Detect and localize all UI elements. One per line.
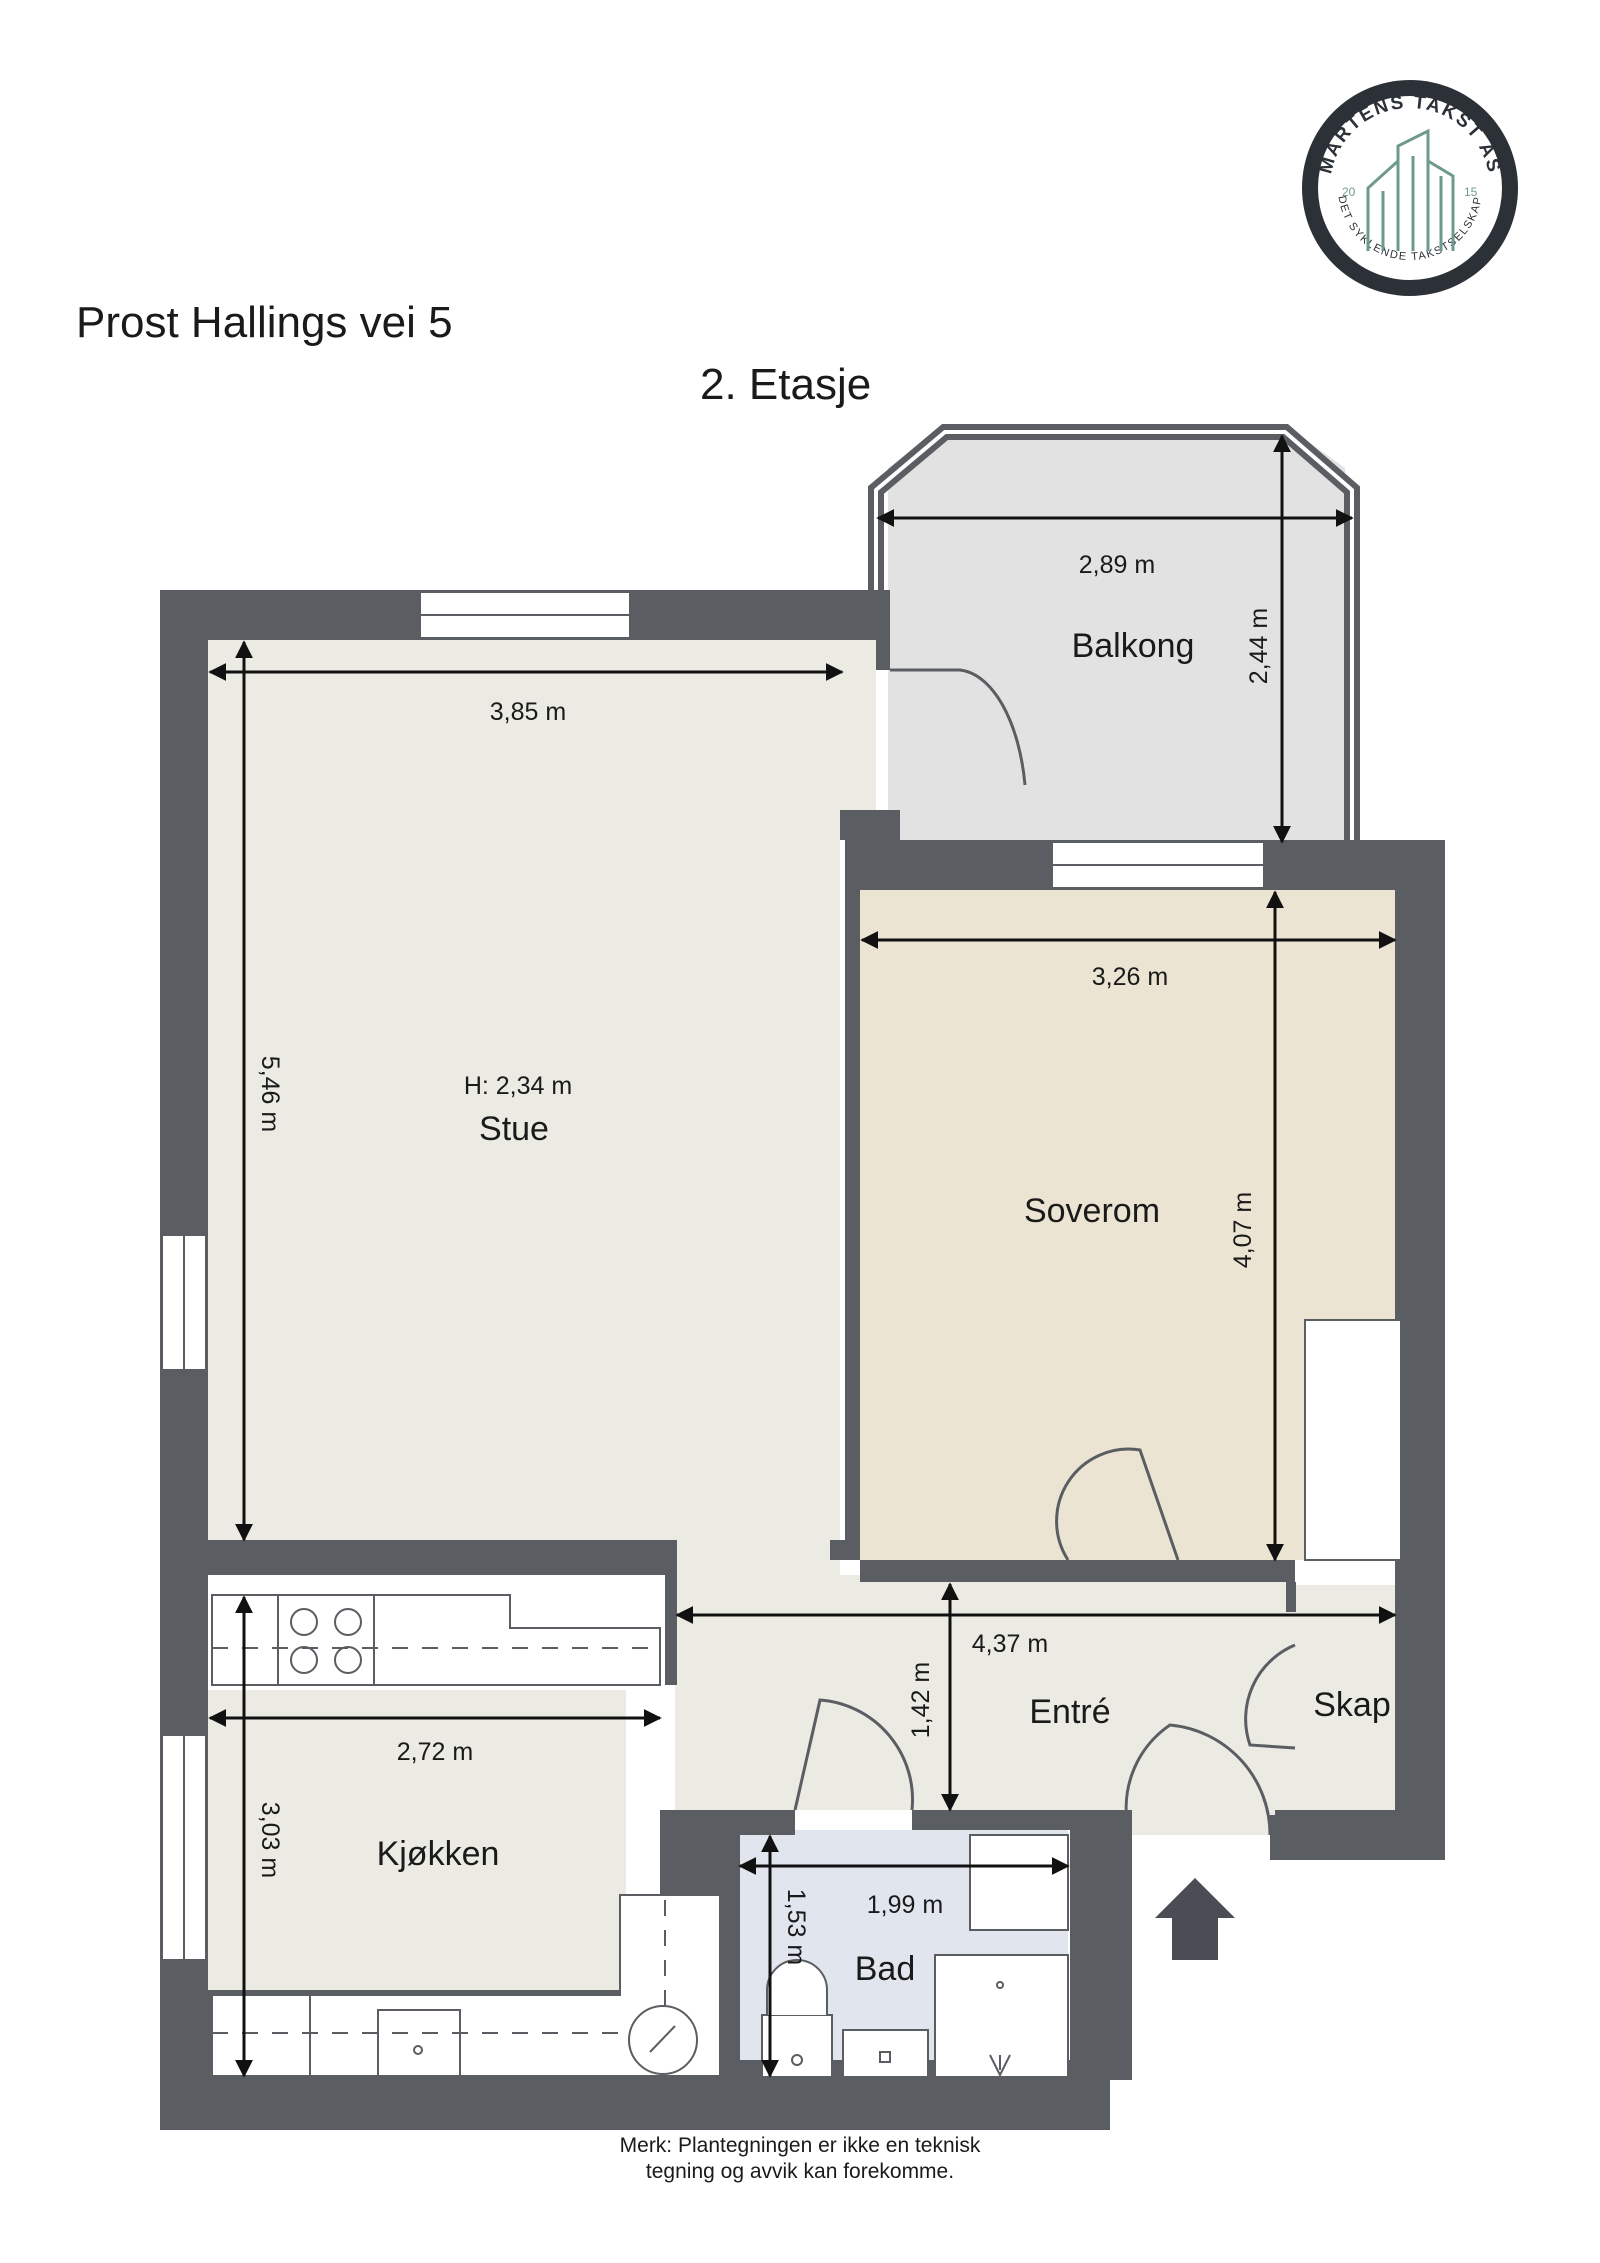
building-icon: [1366, 128, 1455, 251]
dim-soverom-width: 3,26 m: [1092, 963, 1168, 991]
entrance-arrow-icon: [1155, 1878, 1235, 1960]
stue-height-label: H: 2,34 m: [464, 1072, 572, 1100]
room-label-bad: Bad: [855, 1950, 916, 1988]
bathroom-fixtures: [761, 1834, 1069, 2078]
disclaimer-line-2: tegning og avvik kan forekomme.: [645, 2160, 955, 2183]
logo-disc: [1318, 96, 1502, 280]
stue-floor: [208, 640, 876, 1575]
soverom-floor: [860, 890, 1395, 1560]
shower: [934, 1954, 1069, 2078]
room-label-stue: Stue: [479, 1110, 549, 1148]
bath-cabinet: [969, 1834, 1069, 1931]
room-label-balkong: Balkong: [1072, 627, 1195, 665]
company-logo: MARTENS TAKST AS DET SYKLENDE TAKSTSELSK…: [1302, 80, 1518, 296]
dim-soverom-length: 4,07 m: [1229, 1192, 1257, 1268]
dim-stue-length: 5,46 m: [256, 1056, 284, 1132]
room-label-skap: Skap: [1313, 1686, 1391, 1724]
address-title: Prost Hallings vei 5: [76, 298, 453, 347]
kitchen-upper-counter: [211, 1594, 661, 1686]
logo-year-left: 20: [1342, 185, 1356, 199]
dim-kjokken-width: 2,72 m: [397, 1738, 473, 1766]
dim-balkong-width: 2,89 m: [1079, 551, 1155, 579]
stove: [277, 1594, 375, 1686]
kjokken-floor: [208, 1690, 626, 1990]
dim-kjokken-length: 3,03 m: [256, 1802, 284, 1878]
dim-bad-length: 1,53 m: [782, 1889, 810, 1965]
logo-year-right: 15: [1464, 185, 1478, 199]
disclaimer-line-1: Merk: Plantegningen er ikke en teknisk: [619, 2134, 981, 2157]
toilet-tank: [761, 2014, 833, 2078]
dim-stue-width: 3,85 m: [490, 698, 566, 726]
doors: [793, 668, 1296, 1836]
windows: [161, 591, 1265, 1961]
disclaimer-note: Merk: Plantegningen er ikke en teknisk t…: [560, 2133, 1040, 2185]
dim-balkong-depth: 2,44 m: [1245, 608, 1273, 684]
kitchen-sink: [377, 2009, 461, 2077]
room-label-entre: Entré: [1029, 1693, 1110, 1731]
kitchen-round-appliance: [628, 2005, 698, 2075]
dim-entre-width: 4,37 m: [972, 1630, 1048, 1658]
balkong-floor: [888, 425, 1345, 840]
dimension-lines: [208, 434, 1397, 2078]
floor-title: 2. Etasje: [700, 360, 872, 409]
entre-floor: [675, 1575, 1295, 1835]
room-label-kjokken: Kjøkken: [377, 1835, 500, 1873]
toilet-bowl: [766, 1959, 828, 2015]
balcony-railing-inner: [874, 430, 1354, 840]
dim-bad-width: 1,99 m: [867, 1891, 943, 1919]
room-label-soverom: Soverom: [1024, 1192, 1160, 1230]
dim-entre-depth: 1,42 m: [907, 1662, 935, 1738]
kitchen-lower-counter: [211, 1894, 721, 2077]
wardrobe: [1304, 1319, 1402, 1561]
